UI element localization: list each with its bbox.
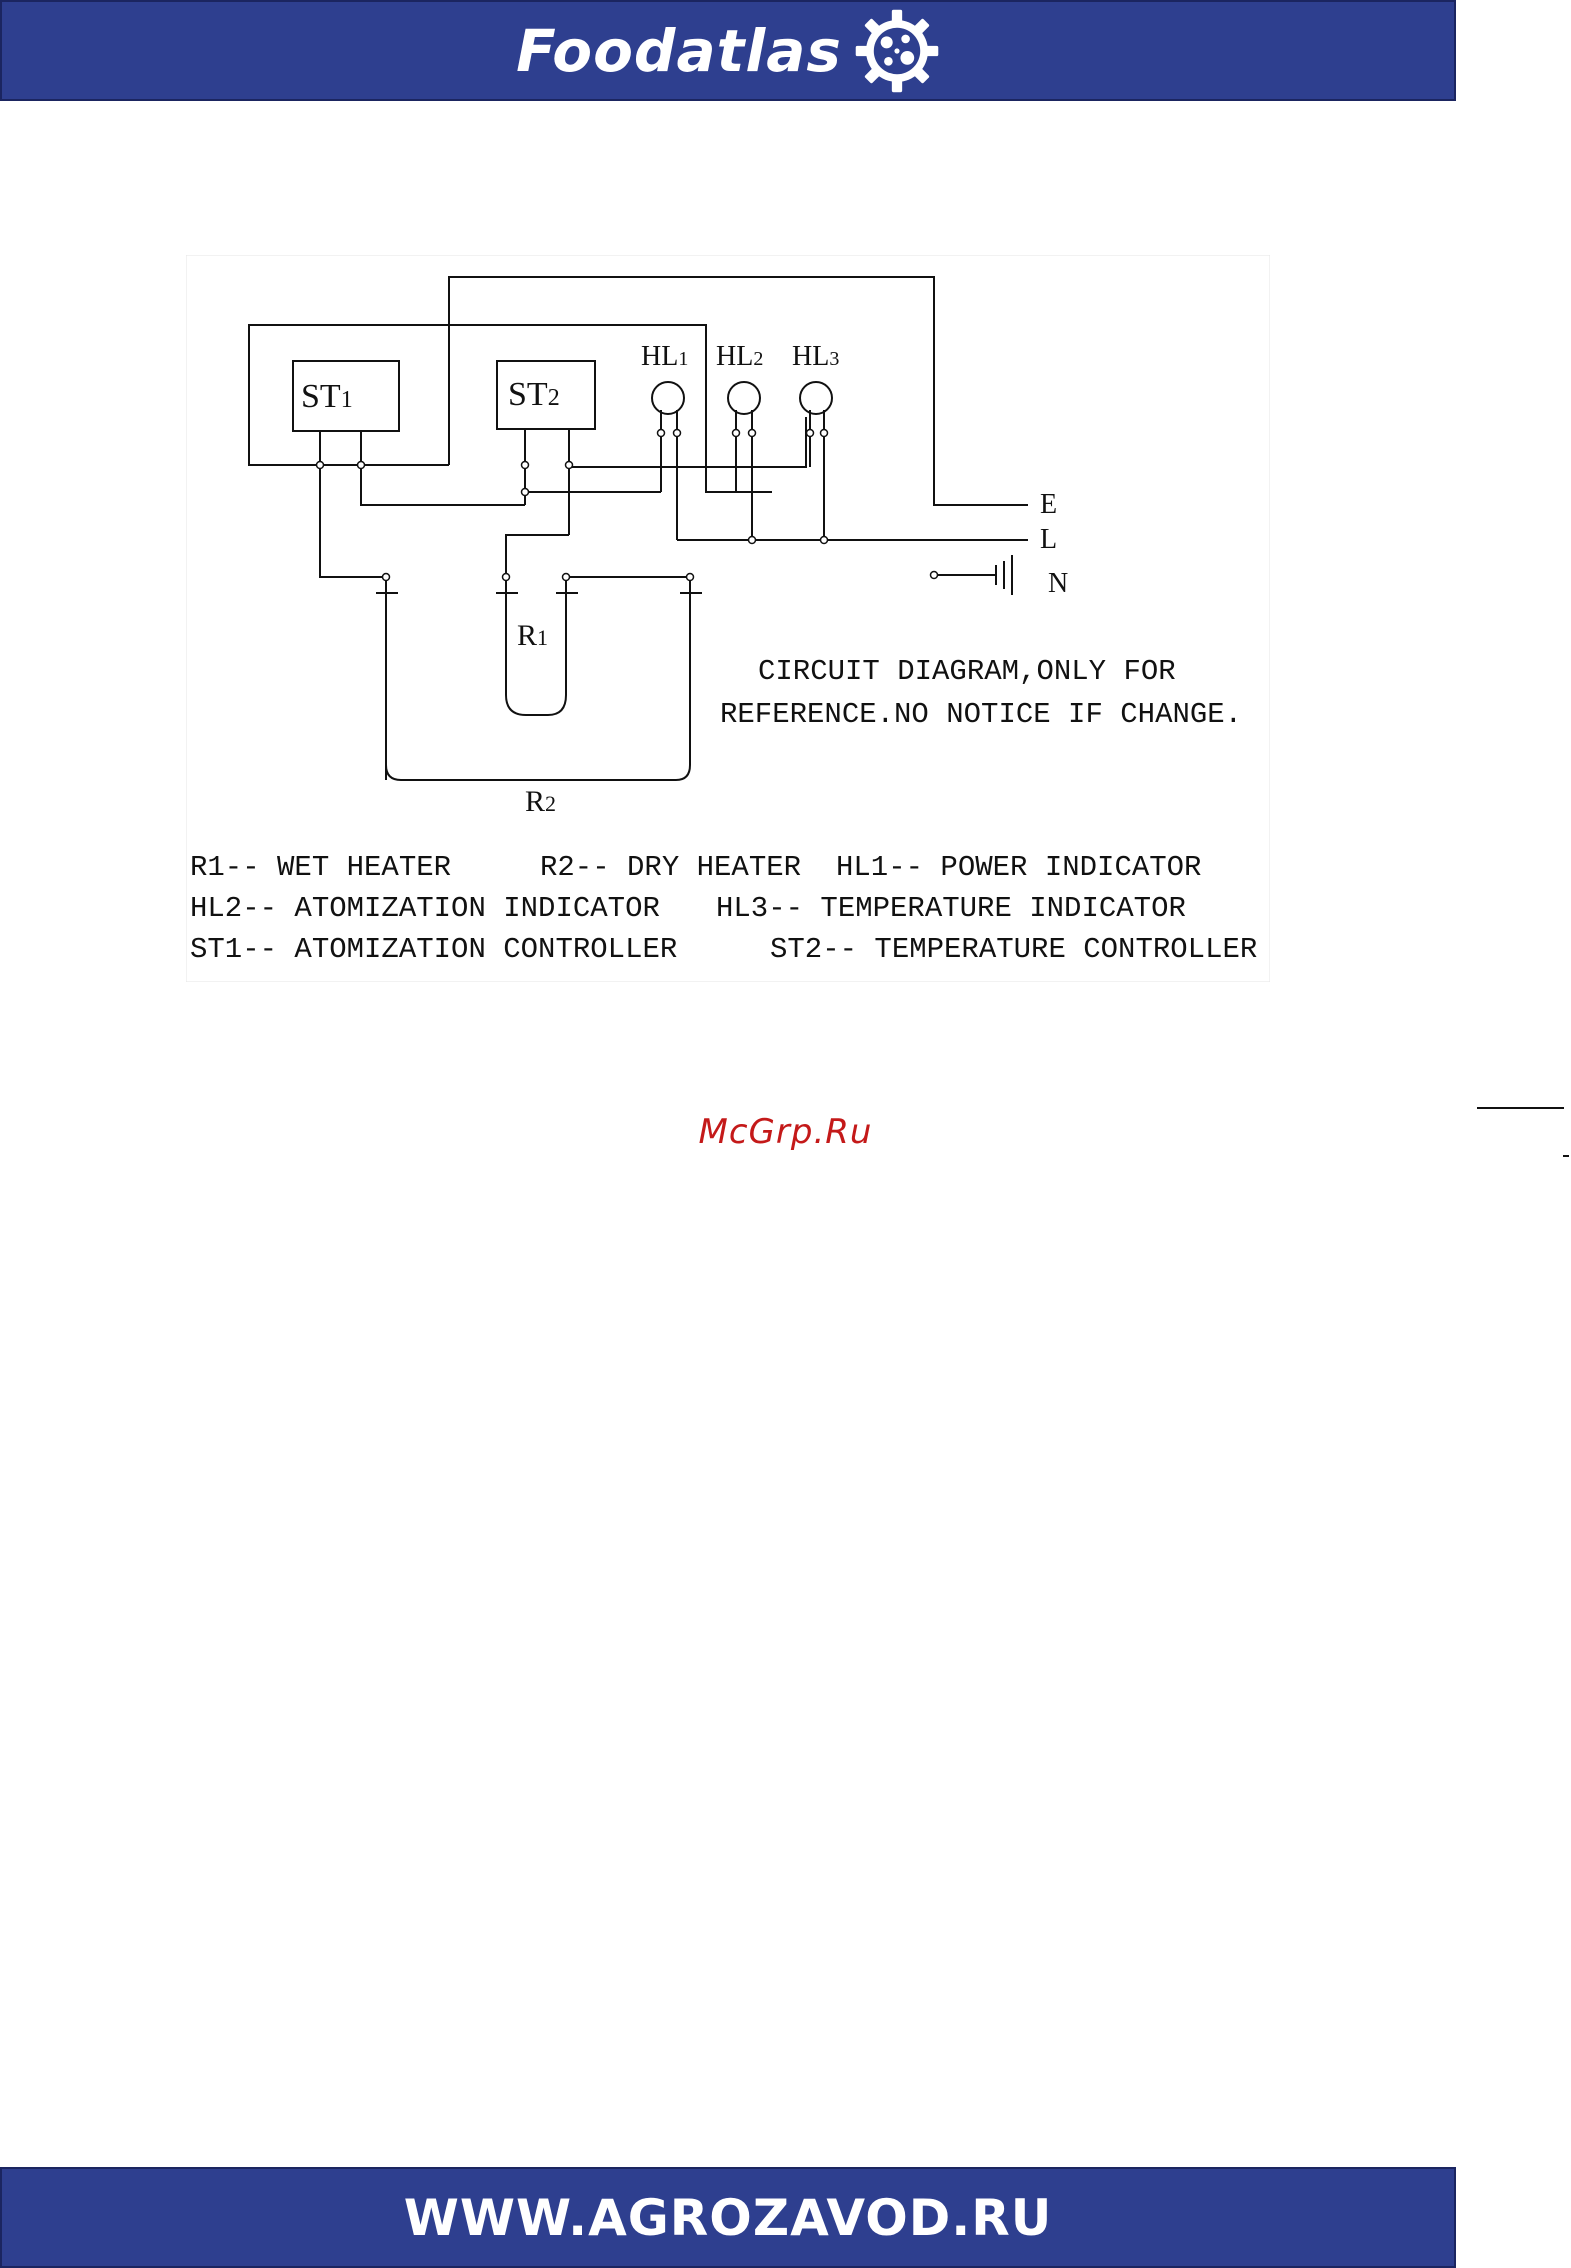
terminal-l-label: L <box>1040 524 1057 555</box>
legend-r2: R2-- DRY HEATER <box>540 851 801 884</box>
terminal-n-label: N <box>1048 568 1068 599</box>
brand-logo-text[interactable]: Foodatlas <box>516 17 842 85</box>
footer-banner: WWW.AGROZAVOD.RU <box>0 2167 1456 2268</box>
legend-r1: R1-- WET HEATER <box>190 851 451 884</box>
circuit-diagram: ST1 ST2 HL1 HL2 HL3 R1 R2 E L N CIRCUIT … <box>186 255 1270 982</box>
edge-rule-short <box>1563 1155 1569 1157</box>
diagram-note-line-2: REFERENCE.NO NOTICE IF CHANGE. <box>720 698 1242 731</box>
legend-st2: ST2-- TEMPERATURE CONTROLLER <box>770 933 1257 966</box>
watermark-text: McGrp.Ru <box>0 1112 1571 1152</box>
legend-hl3: HL3-- TEMPERATURE INDICATOR <box>716 892 1186 925</box>
footer-site-url[interactable]: WWW.AGROZAVOD.RU <box>404 2189 1053 2247</box>
legend-st1: ST1-- ATOMIZATION CONTROLLER <box>190 933 677 966</box>
legend-hl1: HL1-- POWER INDICATOR <box>836 851 1201 884</box>
terminal-e-label: E <box>1040 489 1057 520</box>
diagram-note-line-1: CIRCUIT DIAGRAM,ONLY FOR <box>758 655 1176 688</box>
legend-hl2: HL2-- ATOMIZATION INDICATOR <box>190 892 660 925</box>
edge-rule-long <box>1477 1107 1564 1109</box>
header-banner: Foodatlas <box>0 0 1456 101</box>
gear-icon <box>854 8 940 94</box>
